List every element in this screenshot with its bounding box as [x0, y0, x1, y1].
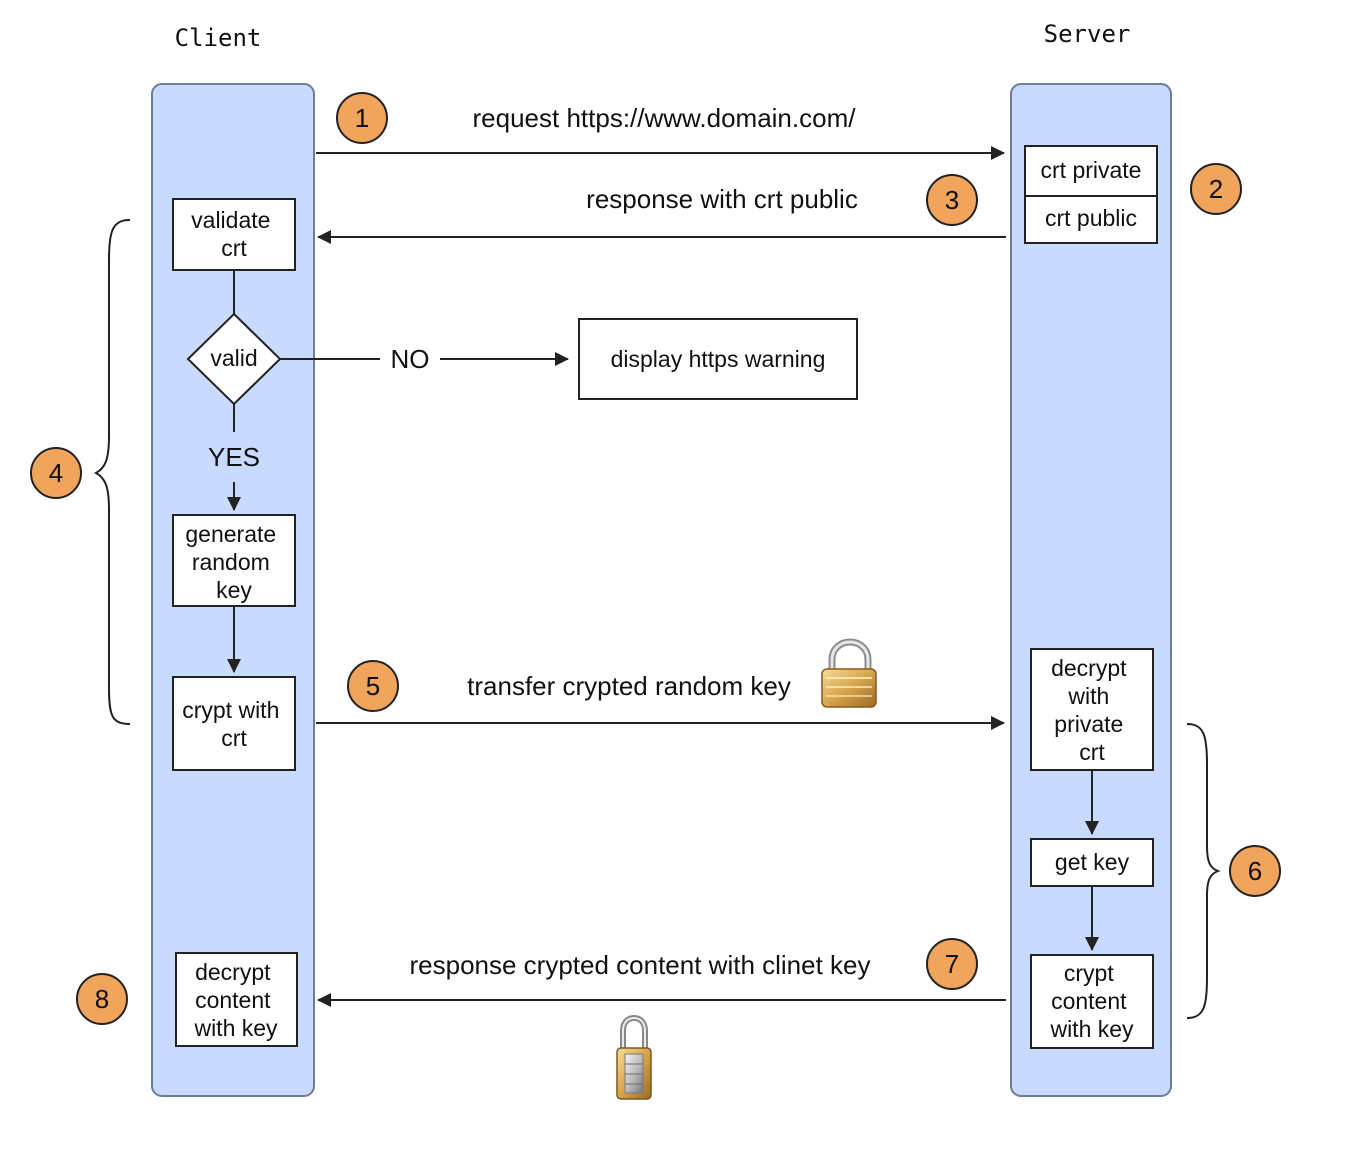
step-5-number: 5	[366, 671, 380, 701]
server-lane-title: Server	[1044, 20, 1131, 48]
crypt-content-line-3: with key	[1049, 1016, 1134, 1042]
step-3-number: 3	[945, 185, 959, 215]
valid-decision-label: valid	[210, 345, 257, 371]
crt-private-label: crt private	[1041, 157, 1142, 183]
step-2-badge: 2	[1190, 163, 1242, 215]
step-4-badge: 4	[30, 447, 82, 499]
generate-key-line-1: generate	[185, 521, 276, 547]
crypt-content-line-1: crypt	[1064, 960, 1114, 986]
validate-crt-label: validate crt	[191, 207, 277, 261]
step-7-number: 7	[945, 949, 959, 979]
response-content-message-label: response crypted content with clinet key	[409, 950, 870, 980]
decrypt-content-box	[175, 952, 298, 1047]
step-4-number: 4	[49, 458, 63, 488]
step-6-number: 6	[1248, 856, 1262, 886]
crt-public-label: crt public	[1045, 205, 1137, 231]
validate-crt-line-2: crt	[221, 235, 247, 261]
step-6-badge: 6	[1229, 845, 1281, 897]
step-2-number: 2	[1209, 174, 1223, 204]
decrypt-private-crt-label: decrypt with private crt	[1051, 655, 1133, 765]
decrypt-private-line-2: with	[1067, 683, 1109, 709]
https-warning-label: display https warning	[611, 346, 826, 372]
crt-public-box	[1024, 195, 1158, 244]
generate-random-key-label: generate random key	[185, 521, 282, 603]
request-message-label: request https://www.domain.com/	[473, 103, 857, 133]
client-process-bracket	[93, 219, 131, 725]
decrypt-content-line-2: content	[195, 987, 271, 1013]
decrypt-content-line-1: decrypt	[195, 959, 271, 985]
crypt-with-crt-label: crypt with crt	[182, 697, 286, 751]
yes-branch-label: YES	[208, 442, 260, 472]
step-1-number: 1	[355, 103, 369, 133]
step-5-badge: 5	[347, 660, 399, 712]
step-1-badge: 1	[336, 92, 388, 144]
crypt-content-label: crypt content with key	[1049, 960, 1134, 1042]
crt-private-box	[1024, 145, 1158, 197]
step-8-badge: 8	[76, 973, 128, 1025]
validate-crt-box	[172, 198, 296, 271]
step-7-badge: 7	[926, 938, 978, 990]
server-process-bracket	[1186, 723, 1221, 1019]
step-3-badge: 3	[926, 174, 978, 226]
decrypt-private-line-4: crt	[1079, 739, 1105, 765]
combination-lock-icon	[616, 1014, 652, 1100]
validate-crt-line-1: validate	[191, 207, 270, 233]
decrypt-private-line-3: private	[1054, 711, 1123, 737]
padlock-icon	[821, 638, 877, 708]
crypt-with-crt-line-2: crt	[221, 725, 247, 751]
decrypt-private-line-1: decrypt	[1051, 655, 1127, 681]
crypt-with-crt-line-1: crypt with	[182, 697, 279, 723]
server-certificate-stack: crt private crt public	[1024, 145, 1158, 244]
crypt-with-crt-box	[172, 676, 296, 771]
crypt-content-box	[1030, 954, 1154, 1049]
client-lane-title: Client	[175, 24, 262, 52]
step-8-number: 8	[95, 984, 109, 1014]
no-branch-label: NO	[391, 344, 430, 374]
response-public-message-label: response with crt public	[586, 184, 858, 214]
transfer-key-message-label: transfer crypted random key	[467, 671, 791, 701]
https-warning-box	[578, 318, 858, 400]
generate-key-line-3: key	[216, 577, 252, 603]
decrypt-content-line-3: with key	[193, 1015, 278, 1041]
decrypt-private-crt-box	[1030, 648, 1154, 771]
generate-key-line-2: random	[192, 549, 270, 575]
get-key-label: get key	[1055, 849, 1130, 875]
crypt-content-line-2: content	[1051, 988, 1127, 1014]
decrypt-content-label: decrypt content with key	[193, 959, 278, 1041]
